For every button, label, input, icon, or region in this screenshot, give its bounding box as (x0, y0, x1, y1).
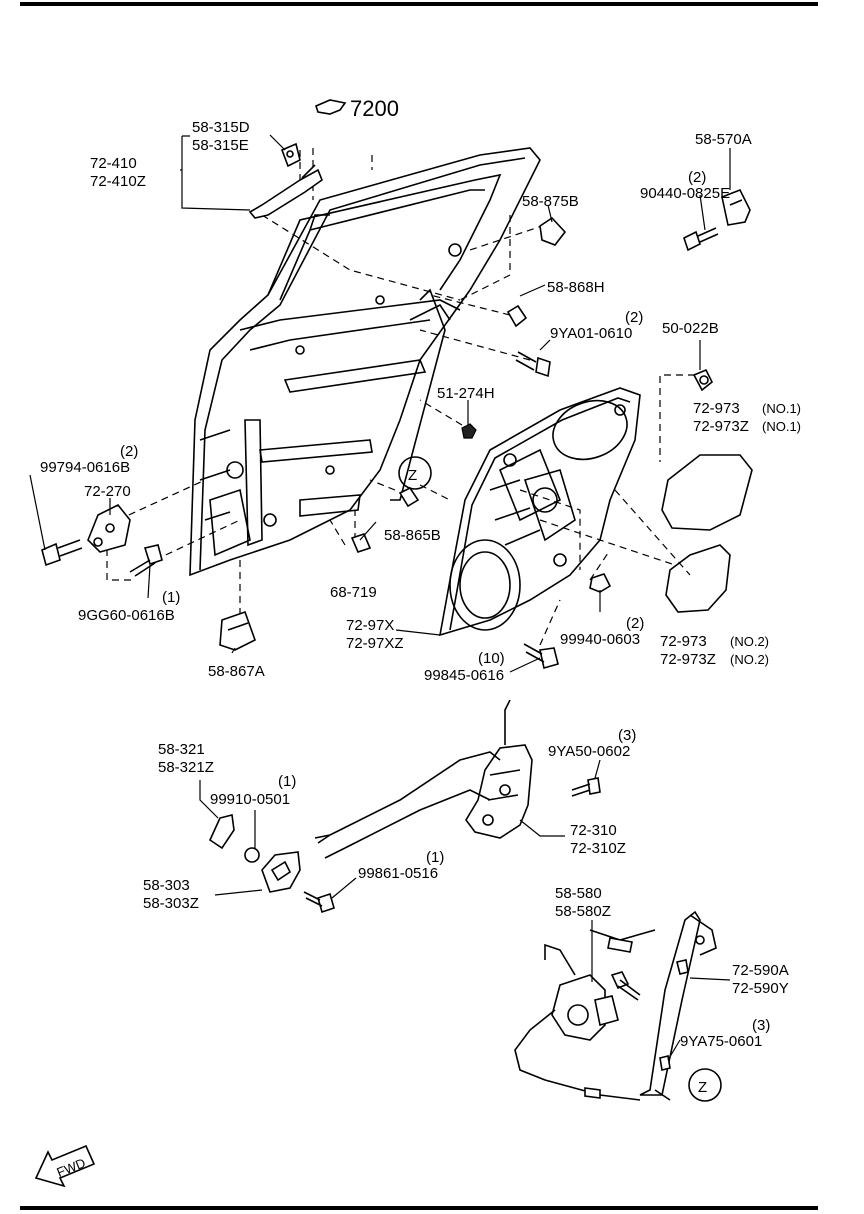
callout-58-303-a: 58-303 (143, 877, 190, 894)
callout-7200: 7200 (350, 96, 399, 121)
clip-58-868H (506, 304, 528, 328)
callout-72-310-a: 72-310 (570, 822, 617, 839)
callout-72-410-a: 72-410 (90, 155, 137, 172)
callout-58-303-b: 58-303Z (143, 895, 199, 912)
callout-99845-qty: (10) (478, 650, 505, 667)
callout-72-590-a: 72-590A (732, 962, 789, 979)
callout-9YA75: 9YA75-0601 (680, 1033, 762, 1050)
callout-9YA75-qty: (3) (752, 1017, 770, 1034)
callout-58-867A: 58-867A (208, 663, 265, 680)
door-shell (189, 147, 541, 577)
nut-99940-0603 (589, 573, 612, 593)
callout-72-590-b: 72-590Y (732, 980, 789, 997)
callout-58-321-a: 58-321 (158, 741, 205, 758)
callout-58-315-b: 58-315E (192, 137, 249, 154)
callout-58-580-b: 58-580Z (555, 903, 611, 920)
door-module-panel (438, 387, 641, 637)
nut-51-274H (461, 423, 477, 439)
assembly-lines (106, 148, 695, 646)
zone-z-label-upper: Z (408, 467, 417, 484)
callout-72-270: 72-270 (84, 483, 131, 500)
callout-99845: 99845-0616 (424, 667, 504, 684)
callout-9YA01: 9YA01-0610 (550, 325, 632, 342)
regulator-cable-sleeve (584, 1087, 601, 1099)
callout-90440-qty: (2) (688, 169, 706, 186)
callout-99861-qty: (1) (426, 849, 444, 866)
callout-58-315-a: 58-315D (192, 119, 250, 136)
callout-9YA50: 9YA50-0602 (548, 743, 630, 760)
door-latch-72-310 (465, 744, 533, 839)
callout-58-868H: 58-868H (547, 279, 605, 296)
callout-58-875B: 58-875B (522, 193, 579, 210)
callout-72-973-no2-a-note: (NO.2) (730, 634, 769, 649)
callout-72-410-b: 72-410Z (90, 173, 146, 190)
clip-50-022B (692, 368, 714, 392)
inner-handle-58-321 (208, 814, 235, 850)
cable-end-upper (314, 829, 341, 844)
latch-cable-lower (344, 789, 491, 849)
outer-handle-72-410 (248, 164, 323, 219)
callout-58-321-b: 58-321Z (158, 759, 214, 776)
callout-72-310-b: 72-310Z (570, 840, 626, 857)
callout-99794-qty: (2) (120, 443, 138, 460)
striker-58-867A (219, 610, 256, 651)
bracket-58-315 (280, 142, 301, 168)
callout-72-973-no1-a-note: (NO.1) (762, 401, 801, 416)
callout-9GG60-qty: (1) (162, 589, 180, 606)
callout-9YA50-qty: (3) (618, 727, 636, 744)
trim-pad-no2 (665, 544, 731, 613)
screw-99861-0516 (303, 891, 335, 914)
latch-cable-upper (339, 751, 501, 831)
callout-50-022B: 50-022B (662, 320, 719, 337)
bolt-99794-0616B (41, 539, 83, 567)
hinge-72-270 (87, 503, 131, 553)
cable-end-lower (324, 847, 346, 859)
callout-51-274H: 51-274H (437, 385, 495, 402)
callout-72-973-no1-a: 72-973 (693, 400, 740, 417)
callout-72-973-no1-b-note: (NO.1) (762, 419, 801, 434)
bolt-99845-0616 (523, 643, 559, 670)
callout-99794: 99794-0616B (40, 459, 130, 476)
callout-99940-qty: (2) (626, 615, 644, 632)
fwd-arrow-icon: FWD (34, 1144, 96, 1188)
clip-68-719 (350, 533, 372, 553)
callout-58-580-a: 58-580 (555, 885, 602, 902)
callout-72-973-no2-a: 72-973 (660, 633, 707, 650)
clip-99910-0501 (244, 847, 260, 863)
bezel-58-303 (261, 851, 301, 893)
clip-58-570A (721, 188, 751, 226)
leader-lines (29, 134, 731, 1061)
callout-72-973-no2-b: 72-973Z (660, 651, 716, 668)
callout-72-97X-b: 72-97XZ (346, 635, 404, 652)
zone-z-marker-lower (688, 1068, 722, 1102)
callout-9GG60: 9GG60-0616B (78, 607, 175, 624)
callout-9YA01-qty: (2) (625, 309, 643, 326)
callout-99940: 99940-0603 (560, 631, 640, 648)
trim-pad-no1 (661, 454, 753, 531)
callout-58-570A: 58-570A (695, 131, 752, 148)
screw-9YA50-0602 (571, 777, 601, 797)
callout-99861: 99861-0516 (358, 865, 438, 882)
callout-58-865B: 58-865B (384, 527, 441, 544)
screw-9YA75-0601 (610, 959, 689, 1071)
window-regulator-72-590 (589, 910, 717, 1101)
callout-99910-qty: (1) (278, 773, 296, 790)
callout-90440: 90440-0825E (640, 185, 730, 202)
bolt-90440-0825E (683, 227, 719, 252)
latch-rod (504, 699, 511, 745)
callout-68-719: 68-719 (330, 584, 377, 601)
callout-72-973-no2-b-note: (NO.2) (730, 652, 769, 667)
zone-z-label-lower: Z (698, 1079, 707, 1096)
bolt-9GG60-0616B (129, 544, 163, 577)
callout-99910: 99910-0501 (210, 791, 290, 808)
stopper-58-865B (398, 486, 420, 508)
callout-72-973-no1-b: 72-973Z (693, 418, 749, 435)
callout-72-97X-a: 72-97X (346, 617, 394, 634)
zone-z-marker-upper (398, 456, 432, 490)
pad-58-875B (539, 216, 567, 246)
pointer-hand-icon (315, 99, 347, 115)
regulator-motor-58-580 (551, 974, 619, 1041)
bolt-9YA01-0610 (515, 351, 551, 378)
